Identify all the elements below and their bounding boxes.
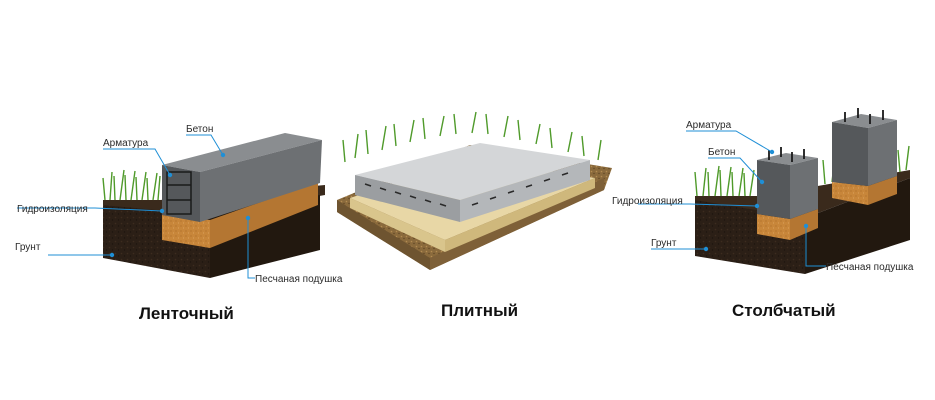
column-front-sand — [757, 214, 790, 240]
strip-concrete-top — [162, 133, 322, 172]
column-front-front — [757, 160, 790, 219]
column-back-rebar — [844, 108, 884, 124]
column-foundation-illustration — [694, 108, 910, 274]
strip-label-beton: Бетон — [186, 124, 213, 135]
strip-label-armatura: Арматура — [103, 138, 149, 149]
column-back-side — [868, 120, 897, 186]
column-front-sand-side — [790, 209, 818, 240]
strip-title: Ленточный — [139, 304, 234, 323]
column-soil-side — [805, 178, 910, 274]
column-label-beton: Бетон — [708, 147, 735, 158]
slab-grass — [342, 111, 602, 163]
slab-concrete-top — [355, 143, 590, 200]
strip-leaders — [17, 134, 255, 279]
slab-soil-front — [337, 200, 430, 270]
column-label-grunt: Грунт — [651, 238, 677, 249]
column-label-pesok: Песчаная подушка — [826, 262, 914, 273]
column-label-armatura: Арматура — [686, 120, 732, 131]
slab-sand-side — [445, 178, 595, 252]
slab-foundation-illustration — [337, 111, 612, 270]
column-front-top — [757, 153, 818, 165]
column-leaders — [638, 130, 826, 267]
slab-rebar-ends — [364, 172, 569, 207]
column-front-rebar — [768, 147, 805, 162]
strip-label-gidro: Гидроизоляция — [17, 204, 88, 215]
column-back-sand — [832, 182, 868, 205]
column-title: Столбчатый — [732, 301, 836, 320]
column-back-front — [832, 122, 868, 186]
strip-sand-side — [210, 182, 318, 248]
strip-concrete-side — [200, 140, 322, 222]
strip-foundation-illustration — [102, 133, 325, 278]
strip-grass — [102, 169, 161, 201]
strip-label-grunt: Грунт — [15, 242, 41, 253]
slab-sand-front — [350, 198, 445, 252]
column-front-side — [790, 158, 818, 219]
column-back-sand-side — [868, 176, 897, 205]
slab-title: Плитный — [441, 301, 518, 320]
column-grass — [694, 145, 910, 197]
slab-concrete-side — [460, 160, 590, 222]
column-label-gidro: Гидроизоляция — [612, 196, 683, 207]
strip-rebar — [166, 171, 192, 215]
strip-label-pesok: Песчаная подушка — [255, 274, 343, 285]
strip-sand-front — [162, 215, 210, 248]
slab-concrete-front — [355, 175, 460, 222]
column-back-top — [832, 114, 897, 128]
